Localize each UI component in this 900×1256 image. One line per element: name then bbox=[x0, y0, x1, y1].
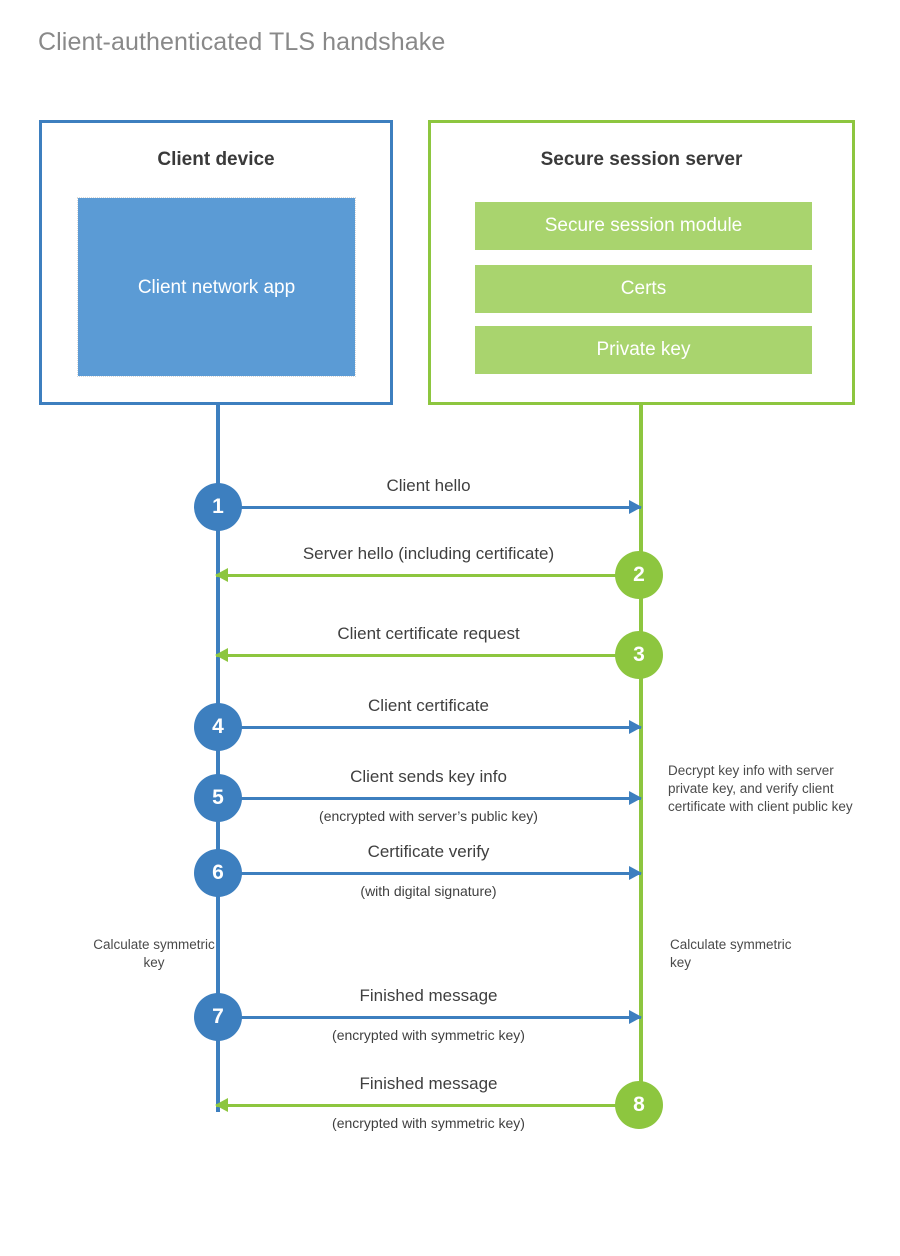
message-label-8: Finished message bbox=[359, 1074, 498, 1093]
secure-session-server-box: Secure session server Secure session mod… bbox=[428, 120, 855, 405]
message-line-4 bbox=[216, 725, 641, 729]
step-badge-8: 8 bbox=[615, 1081, 663, 1129]
message-arrowhead-6 bbox=[629, 866, 642, 880]
client-device-box: Client device Client network app bbox=[39, 120, 393, 405]
step-badge-3: 3 bbox=[615, 631, 663, 679]
step-badge-4: 4 bbox=[194, 703, 242, 751]
message-line-8 bbox=[216, 1103, 641, 1107]
message-label-2: Server hello (including certificate) bbox=[302, 544, 555, 563]
client-network-app-block: Client network app bbox=[77, 197, 356, 377]
message-line-1 bbox=[216, 505, 641, 509]
message-label-1: Client hello bbox=[386, 476, 471, 495]
message-label-3: Client certificate request bbox=[337, 624, 520, 643]
step-badge-2: 2 bbox=[615, 551, 663, 599]
message-line-3 bbox=[216, 653, 641, 657]
message-arrowhead-2 bbox=[215, 568, 228, 582]
step-badge-7: 7 bbox=[194, 993, 242, 1041]
message-line-7 bbox=[216, 1015, 641, 1019]
note-decrypt-key-info: Decrypt key info with server private key… bbox=[668, 763, 853, 814]
message-sublabel-6: (with digital signature) bbox=[360, 883, 497, 899]
message-arrowhead-3 bbox=[215, 648, 228, 662]
message-label-5: Client sends key info bbox=[350, 767, 507, 786]
message-label-6: Certificate verify bbox=[367, 842, 490, 861]
message-arrowhead-8 bbox=[215, 1098, 228, 1112]
secure-session-server-title: Secure session server bbox=[540, 149, 743, 170]
server-module-private-key: Private key bbox=[475, 326, 812, 374]
note-client-calculate-symmetric-key: Calculate symmetric key bbox=[93, 937, 215, 970]
step-badge-1: 1 bbox=[194, 483, 242, 531]
step-badge-5: 5 bbox=[194, 774, 242, 822]
message-label-4: Client certificate bbox=[368, 696, 489, 715]
message-arrowhead-1 bbox=[629, 500, 642, 514]
message-arrowhead-5 bbox=[629, 791, 642, 805]
client-device-title: Client device bbox=[157, 149, 275, 170]
message-line-5 bbox=[216, 796, 641, 800]
note-server-calculate-symmetric-key: Calculate symmetric key bbox=[670, 937, 792, 970]
message-sublabel-5: (encrypted with server’s public key) bbox=[319, 808, 538, 824]
message-sublabel-8: (encrypted with symmetric key) bbox=[332, 1115, 525, 1131]
server-module-certs: Certs bbox=[475, 265, 812, 313]
page-title: Client-authenticated TLS handshake bbox=[38, 28, 446, 56]
step-badge-6: 6 bbox=[194, 849, 242, 897]
message-sublabel-7: (encrypted with symmetric key) bbox=[332, 1027, 525, 1043]
message-label-7: Finished message bbox=[359, 986, 498, 1005]
server-lifeline bbox=[639, 403, 643, 1103]
message-arrowhead-7 bbox=[629, 1010, 642, 1024]
server-module-secure-session-module: Secure session module bbox=[475, 202, 812, 250]
message-line-2 bbox=[216, 573, 641, 577]
message-arrowhead-4 bbox=[629, 720, 642, 734]
message-line-6 bbox=[216, 871, 641, 875]
client-lifeline bbox=[216, 403, 220, 1112]
